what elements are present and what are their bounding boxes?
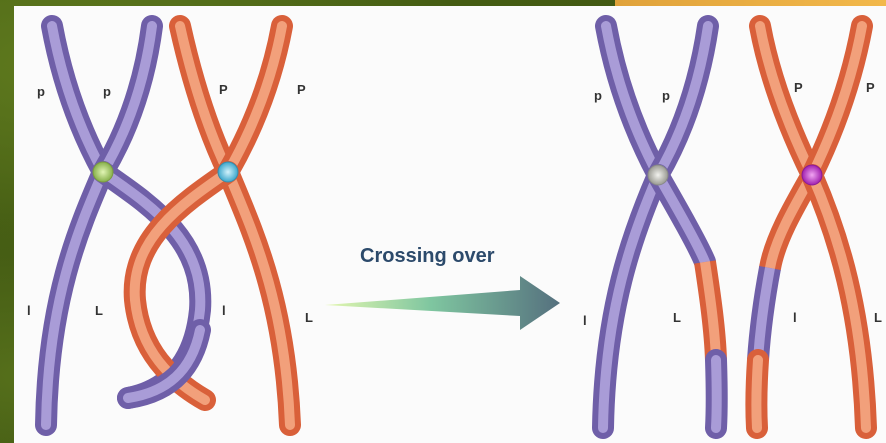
label-L-right-2: L: [874, 310, 882, 325]
label-P-right-1: P: [794, 80, 803, 95]
purple-arm-lower-left: [46, 172, 103, 425]
label-l-left-2: l: [222, 303, 226, 318]
label-L-right-1: L: [673, 310, 681, 325]
centromere-green: [93, 162, 113, 182]
label-p-right-2: p: [662, 88, 670, 103]
centromere-gray: [648, 165, 668, 185]
label-p-right-1: p: [594, 88, 602, 103]
right-purple-chromosome: [603, 26, 717, 428]
label-L-left-2: L: [305, 310, 313, 325]
label-l-left-1: l: [27, 303, 31, 318]
label-P-right-2: P: [866, 80, 875, 95]
caption-crossing-over: Crossing over: [360, 245, 495, 267]
label-l-right-1: l: [583, 313, 587, 328]
label-P-left-1: P: [219, 82, 228, 97]
crossing-over-arrow: [325, 276, 560, 330]
centromere-blue: [218, 162, 238, 182]
centromere-magenta: [802, 165, 822, 185]
label-P-left-2: P: [297, 82, 306, 97]
left-orange-chromosome: [135, 26, 290, 425]
label-L-left-1: L: [95, 303, 103, 318]
label-p-left-2: p: [103, 84, 111, 99]
right-orange-chromosome: [756, 26, 866, 428]
label-p-left-1: p: [37, 84, 45, 99]
label-l-right-2: l: [793, 310, 797, 325]
orange-arm-lower-right: [228, 172, 290, 425]
